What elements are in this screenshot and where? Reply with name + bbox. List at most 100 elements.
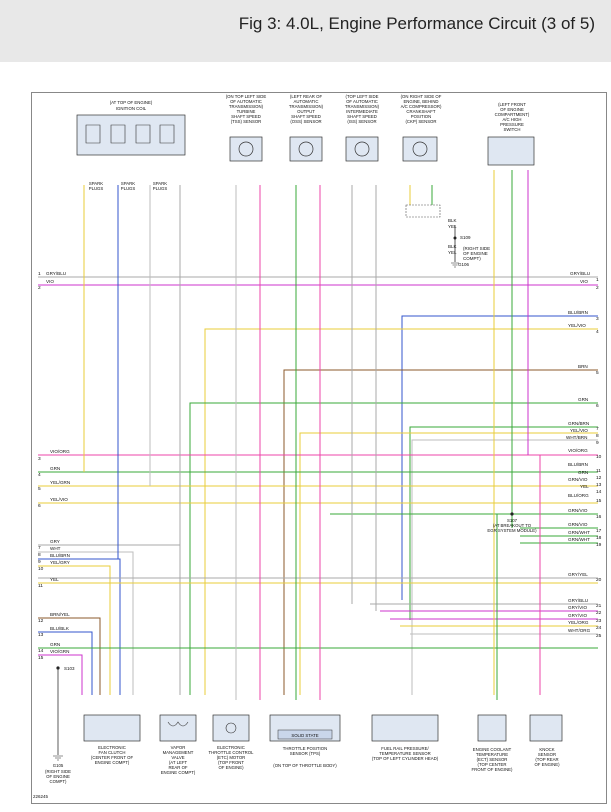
- svg-text:5: 5: [596, 370, 599, 376]
- svg-text:(ON TOP LEFT SIDE: (ON TOP LEFT SIDE: [226, 94, 267, 99]
- title-bar: Fig 3: 4.0L, Engine Performance Circuit …: [0, 0, 611, 62]
- svg-text:PLUGS: PLUGS: [89, 186, 104, 191]
- svg-text:14: 14: [596, 489, 602, 495]
- svg-text:YEL: YEL: [448, 224, 457, 229]
- fuel-rail-pressure-sensor: FUEL RAIL PRESSURE/ TEMPERATURE SENSOR (…: [371, 714, 439, 761]
- svg-text:VAPOR: VAPOR: [171, 745, 186, 750]
- svg-text:INTERMEDIATE: INTERMEDIATE: [346, 109, 378, 114]
- etc-motor: ELECTRONIC THROTTLE CONTROL (ETC) MOTOR …: [209, 714, 254, 770]
- svg-text:GRY/VIO: GRY/VIO: [568, 613, 587, 618]
- ignition-coil: (AT TOP OF ENGINE) IGNITION COIL: [76, 100, 186, 156]
- svg-text:COMPT): COMPT): [50, 779, 68, 784]
- ignition-caption-0: (AT TOP OF ENGINE): [110, 100, 153, 105]
- svg-text:7: 7: [596, 426, 599, 432]
- wire-10: [38, 565, 111, 695]
- svg-text:(RIGHT SIDE: (RIGHT SIDE: [463, 246, 490, 251]
- svg-text:BLK: BLK: [448, 218, 457, 223]
- svg-text:VALVE: VALVE: [171, 755, 184, 760]
- svg-text:FRONT OF ENGINE): FRONT OF ENGINE): [472, 767, 514, 772]
- svg-text:11: 11: [38, 583, 43, 589]
- svg-text:VIO/ORG: VIO/ORG: [50, 449, 70, 454]
- svg-text:YEL: YEL: [50, 577, 59, 582]
- ckp-sensor: (ON RIGHT SIDE OF ENGINE, BEHIND A/C COM…: [401, 94, 442, 162]
- svg-text:(AT BREAKOUT TO: (AT BREAKOUT TO: [493, 523, 532, 528]
- svg-text:S109: S109: [460, 235, 471, 240]
- svg-text:(AT LEFT: (AT LEFT: [169, 760, 188, 765]
- svg-text:2: 2: [38, 285, 41, 291]
- svg-text:GRN: GRN: [578, 397, 588, 402]
- svg-text:YEL/GRN: YEL/GRN: [50, 480, 70, 485]
- svg-text:22: 22: [596, 610, 602, 616]
- svg-text:GRY/BLU: GRY/BLU: [568, 598, 588, 603]
- splice-s103: S103 G105 (RIGHT SIDE OF ENGINE COMPT): [45, 666, 75, 784]
- svg-text:BRN: BRN: [578, 364, 588, 369]
- wire-13: [38, 631, 93, 695]
- svg-text:16: 16: [596, 514, 602, 520]
- svg-text:BLK: BLK: [448, 244, 457, 249]
- svg-text:(TOP CENTER: (TOP CENTER: [478, 762, 507, 767]
- wire-r5: [283, 369, 598, 695]
- svg-text:9: 9: [596, 440, 599, 446]
- electronic-fan-clutch: ELECTRONIC FAN CLUTCH (CENTER FRONT OF E…: [83, 714, 141, 765]
- svg-text:2: 2: [596, 285, 599, 291]
- svg-text:20: 20: [596, 577, 602, 583]
- svg-text:GRY/BLU: GRY/BLU: [46, 271, 66, 276]
- svg-text:OF ENGINE: OF ENGINE: [46, 774, 70, 779]
- svg-text:SENSOR: SENSOR: [538, 752, 556, 757]
- svg-text:11: 11: [596, 468, 601, 474]
- knock-sensor: KNOCK SENSOR (TOP REAR OF ENGINE): [529, 714, 563, 767]
- wire-r9: [411, 439, 598, 695]
- svg-text:19: 19: [596, 542, 602, 548]
- svg-text:GRN: GRN: [50, 466, 60, 471]
- svg-text:(TOP LEFT SIDE: (TOP LEFT SIDE: [346, 94, 379, 99]
- svg-text:FAN CLUTCH: FAN CLUTCH: [99, 750, 126, 755]
- svg-text:SENSOR (TPS): SENSOR (TPS): [290, 751, 321, 756]
- svg-text:6: 6: [38, 503, 41, 509]
- svg-text:OF AUTOMATIC: OF AUTOMATIC: [346, 99, 378, 104]
- svg-text:BLU/BLK: BLU/BLK: [50, 626, 70, 631]
- svg-text:EGR SYSTEM MODULE): EGR SYSTEM MODULE): [487, 528, 537, 533]
- svg-text:GRN/WHT: GRN/WHT: [568, 537, 590, 542]
- svg-text:9: 9: [38, 559, 41, 565]
- svg-text:OF ENGINE: OF ENGINE: [463, 251, 488, 256]
- svg-text:(OSS) SENSOR: (OSS) SENSOR: [290, 119, 321, 124]
- svg-text:A/C COMPRESSOR): A/C COMPRESSOR): [401, 104, 442, 109]
- svg-text:KNOCK: KNOCK: [539, 747, 554, 752]
- svg-text:(ETC) MOTOR: (ETC) MOTOR: [217, 755, 246, 760]
- svg-text:10: 10: [38, 566, 44, 572]
- splice-s109: BLK YEL S109 BLK YEL (RIGHT SIDE OF ENGI…: [405, 204, 490, 268]
- spark-plugs-labels: SPARK PLUGS SPARK PLUGS SPARK PLUGS: [89, 181, 168, 191]
- svg-text:G105: G105: [53, 763, 64, 768]
- svg-text:TRANSMISSION): TRANSMISSION): [345, 104, 380, 109]
- svg-text:(TSS) SENSOR: (TSS) SENSOR: [231, 119, 262, 124]
- svg-text:(ECT) SENSOR: (ECT) SENSOR: [477, 757, 508, 762]
- wire-r3: [401, 315, 598, 600]
- svg-text:BLU/BRN: BLU/BRN: [50, 553, 70, 558]
- svg-text:21: 21: [596, 603, 602, 609]
- svg-text:PRESSURE: PRESSURE: [500, 122, 524, 127]
- wire-r4: [204, 328, 598, 695]
- page-title: Fig 3: 4.0L, Engine Performance Circuit …: [238, 14, 595, 33]
- svg-text:GRN/VIO: GRN/VIO: [568, 508, 588, 513]
- wire-15: [38, 654, 83, 695]
- svg-text:(RIGHT SIDE: (RIGHT SIDE: [45, 769, 71, 774]
- diagram-frame: [31, 92, 607, 804]
- svg-text:17: 17: [596, 528, 602, 534]
- diagram-id: 226245: [33, 794, 49, 799]
- svg-text:SHAFT SPEED: SHAFT SPEED: [291, 114, 321, 119]
- svg-text:GRY/YEL: GRY/YEL: [568, 572, 588, 577]
- wire-9: [38, 558, 121, 695]
- svg-text:25: 25: [596, 633, 602, 639]
- wire-12: [38, 617, 101, 695]
- svg-text:YEL/GRY: YEL/GRY: [50, 560, 70, 565]
- ignition-caption-1: IGNITION COIL: [116, 106, 147, 111]
- svg-text:1: 1: [596, 277, 599, 283]
- svg-text:VIO: VIO: [46, 279, 54, 284]
- svg-text:(CKP) SENSOR: (CKP) SENSOR: [405, 119, 436, 124]
- svg-text:S103: S103: [64, 666, 75, 671]
- svg-text:YEL/VIO: YEL/VIO: [570, 428, 588, 433]
- svg-text:S107: S107: [507, 518, 518, 523]
- wire-7: [38, 544, 181, 695]
- svg-text:GRY/VIO: GRY/VIO: [568, 605, 587, 610]
